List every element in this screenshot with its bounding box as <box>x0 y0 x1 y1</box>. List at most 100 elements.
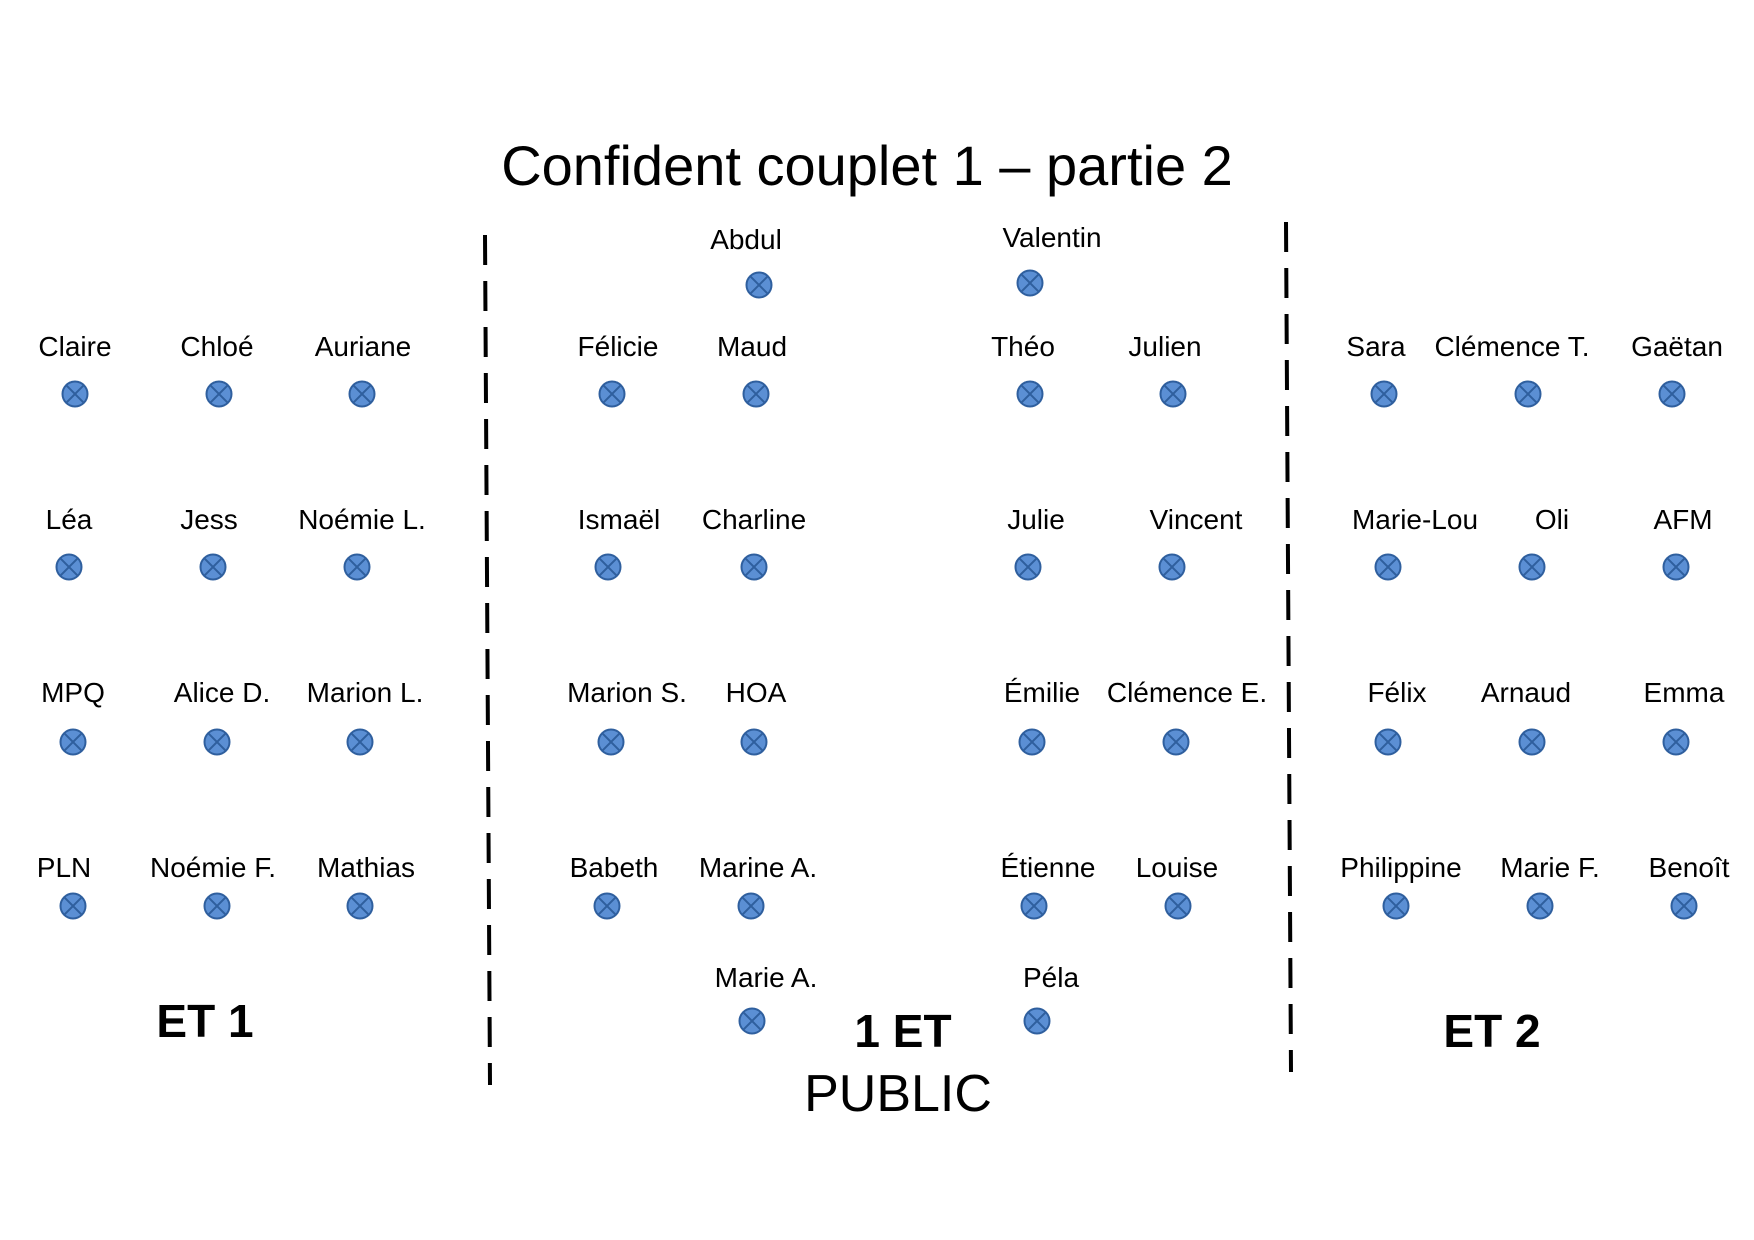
person-name: Emma <box>1643 677 1725 708</box>
person-charline: Charline <box>669 506 839 586</box>
person-name: Mathias <box>316 852 416 883</box>
group-label-et1: ET 1 <box>156 995 254 1047</box>
circle-x-marker-icon <box>346 892 374 920</box>
person-chloe: Chloé <box>132 333 302 413</box>
person-name: HOA <box>725 677 787 708</box>
person-name: Félicie <box>577 331 659 362</box>
person-benoit: Benoît <box>1604 854 1754 934</box>
person-sara: Sara <box>1291 333 1461 413</box>
person-name: Vincent <box>1149 504 1243 535</box>
circle-x-marker-icon <box>203 728 231 756</box>
circle-x-marker-icon <box>199 553 227 581</box>
circle-x-marker-icon <box>737 892 765 920</box>
circle-x-marker-icon <box>59 892 87 920</box>
person-julie: Julie <box>951 506 1121 586</box>
circle-x-marker-icon <box>593 892 621 920</box>
person-name: Gaëtan <box>1631 331 1723 362</box>
person-name: Valentin <box>1002 222 1102 253</box>
person-name: Julien <box>1128 331 1202 362</box>
person-name: Léa <box>45 504 93 535</box>
person-auriane: Auriane <box>278 333 448 413</box>
person-abdul: Abdul <box>661 226 831 306</box>
circle-x-marker-icon <box>1020 892 1048 920</box>
group-label-center: 1 ET <box>854 1005 952 1057</box>
person-name: Marie A. <box>714 962 818 993</box>
person-marion-s: Marion S. <box>542 679 712 759</box>
person-louise: Louise <box>1092 854 1262 934</box>
circle-x-marker-icon <box>1518 728 1546 756</box>
circle-x-marker-icon <box>1518 553 1546 581</box>
person-oli: Oli <box>1467 506 1637 586</box>
circle-x-marker-icon <box>55 553 83 581</box>
person-mpq: MPQ <box>0 679 158 759</box>
circle-x-marker-icon <box>203 892 231 920</box>
person-theo: Théo <box>938 333 1108 413</box>
public-label: PUBLIC <box>804 1065 992 1123</box>
person-name: Julie <box>1007 504 1065 535</box>
circle-x-marker-icon <box>1014 553 1042 581</box>
person-name: Benoît <box>1648 852 1730 883</box>
circle-x-marker-icon <box>1374 728 1402 756</box>
person-name: Noémie F. <box>149 852 277 883</box>
circle-x-marker-icon <box>1164 892 1192 920</box>
person-lea: Léa <box>0 506 154 586</box>
person-name: Maud <box>716 331 788 362</box>
person-name: Étienne <box>1000 852 1096 883</box>
right-divider-line <box>1284 221 1293 1073</box>
circle-x-marker-icon <box>1016 380 1044 408</box>
diagram-title: Confident couplet 1 – partie 2 <box>501 134 1233 197</box>
circle-x-marker-icon <box>1159 380 1187 408</box>
circle-x-marker-icon <box>348 380 376 408</box>
person-marine-a: Marine A. <box>673 854 843 934</box>
circle-x-marker-icon <box>738 1007 766 1035</box>
person-julien: Julien <box>1080 333 1250 413</box>
person-hoa: HOA <box>671 679 841 759</box>
circle-x-marker-icon <box>346 728 374 756</box>
person-name: Noémie L. <box>298 504 426 535</box>
person-vincent: Vincent <box>1111 506 1281 586</box>
person-name: PLN <box>36 852 92 883</box>
circle-x-marker-icon <box>1382 892 1410 920</box>
person-pln: PLN <box>0 854 149 934</box>
person-name: Sara <box>1346 331 1406 362</box>
person-pela: Péla <box>966 964 1136 1044</box>
circle-x-marker-icon <box>1023 1007 1051 1035</box>
circle-x-marker-icon <box>742 380 770 408</box>
circle-x-marker-icon <box>1662 728 1690 756</box>
person-valentin: Valentin <box>967 224 1137 304</box>
circle-x-marker-icon <box>59 728 87 756</box>
person-clemence-e: Clémence E. <box>1102 679 1272 759</box>
person-babeth: Babeth <box>529 854 699 934</box>
person-mathias: Mathias <box>281 854 451 934</box>
person-ismael: Ismaël <box>534 506 704 586</box>
person-name: Marine A. <box>698 852 818 883</box>
circle-x-marker-icon <box>1526 892 1554 920</box>
person-maud: Maud <box>667 333 837 413</box>
person-name: Charline <box>701 504 807 535</box>
circle-x-marker-icon <box>1370 380 1398 408</box>
person-name: MPQ <box>41 677 105 708</box>
circle-x-marker-icon <box>740 553 768 581</box>
person-name: Marie F. <box>1500 852 1600 883</box>
person-name: Abdul <box>710 224 782 255</box>
circle-x-marker-icon <box>598 380 626 408</box>
person-name: Félix <box>1367 677 1427 708</box>
person-arnaud: Arnaud <box>1441 679 1611 759</box>
circle-x-marker-icon <box>597 728 625 756</box>
person-name: Ismaël <box>577 504 661 535</box>
person-name: Alice D. <box>173 677 271 708</box>
person-marie-lou: Marie-Lou <box>1330 506 1500 586</box>
person-name: Babeth <box>569 852 659 883</box>
person-name: Auriane <box>314 331 412 362</box>
person-noemie-f: Noémie F. <box>128 854 298 934</box>
person-name: Marion S. <box>567 677 687 708</box>
person-emilie: Émilie <box>957 679 1127 759</box>
person-felix: Félix <box>1312 679 1482 759</box>
circle-x-marker-icon <box>1514 380 1542 408</box>
person-name: Philippine <box>1340 852 1462 883</box>
person-name: Marie-Lou <box>1351 504 1479 535</box>
person-claire: Claire <box>0 333 160 413</box>
person-name: Clémence E. <box>1106 677 1268 708</box>
